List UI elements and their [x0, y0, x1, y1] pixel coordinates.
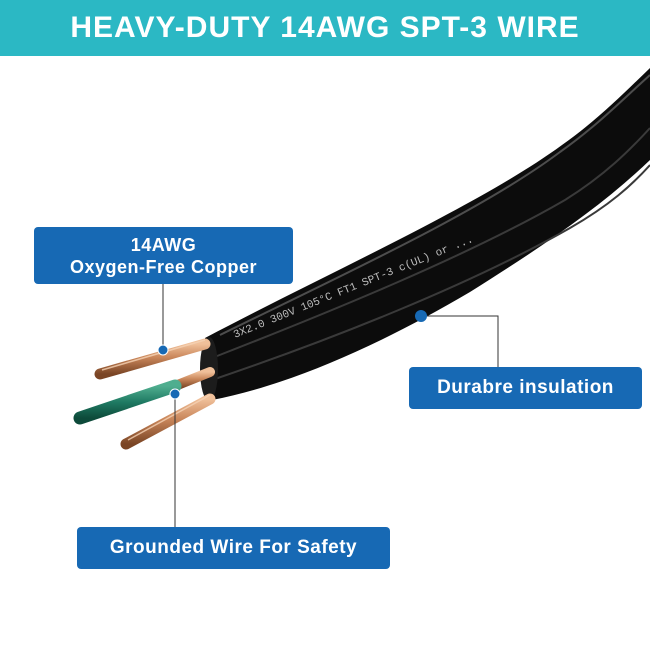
copper-conductor-bottom: [120, 393, 216, 450]
callout-copper-line2: Oxygen-Free Copper: [69, 256, 258, 277]
ground-wire-green: [73, 379, 182, 425]
cable-highlight: [219, 74, 650, 336]
copper-conductor-top: [94, 338, 211, 380]
title-banner: HEAVY-DUTY 14AWG SPT-3 WIRE: [0, 0, 650, 56]
callout-copper: 14AWG Oxygen-Free Copper: [34, 227, 293, 284]
callout-line-insulation: [421, 315, 499, 367]
banner-title: HEAVY-DUTY 14AWG SPT-3 WIRE: [70, 11, 580, 44]
callout-insulation-text: Durabre insulation: [437, 377, 614, 398]
callout-insulation: Durabre insulation: [409, 367, 642, 409]
callout-dot-insulation: [415, 310, 427, 322]
callout-dot-ground: [169, 388, 181, 400]
cable-groove-bottom: [211, 164, 650, 381]
cable-groove-top: [211, 127, 650, 359]
callout-ground-text: Grounded Wire For Safety: [109, 537, 358, 558]
callout-dot-copper: [157, 344, 169, 356]
callout-ground: Grounded Wire For Safety: [77, 527, 390, 569]
callout-copper-line1: 14AWG: [130, 234, 197, 255]
